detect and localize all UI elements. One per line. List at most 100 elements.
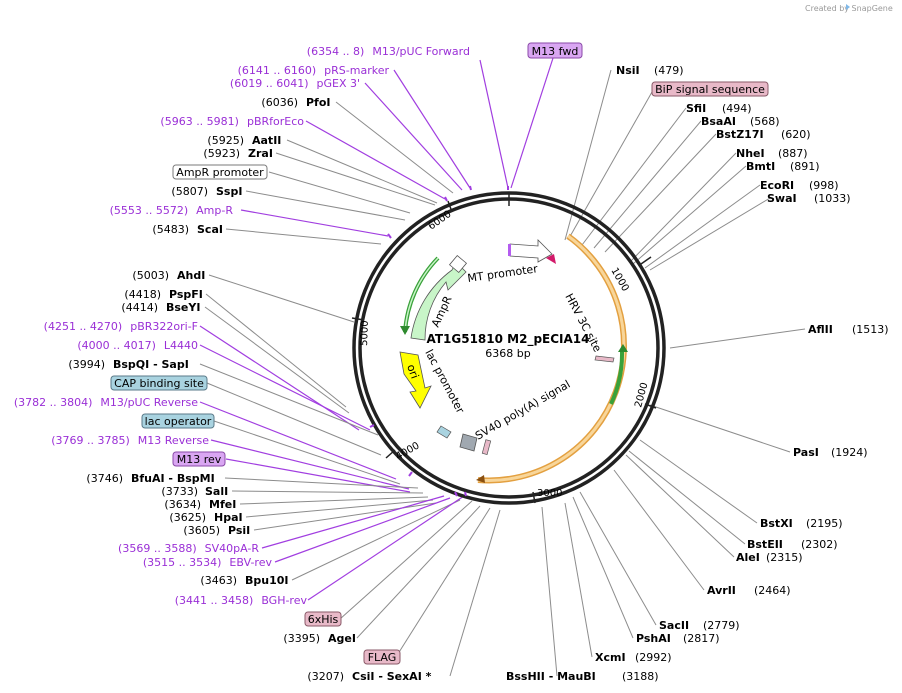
- site-label-flag: FLAG: [368, 651, 397, 664]
- lac-region-markers: [436, 425, 478, 452]
- m13-rev-box[interactable]: [172, 451, 226, 467]
- green-arrow-ampr-region: [400, 256, 440, 335]
- site-label-scai[interactable]: ScaI: [197, 223, 223, 236]
- site-label-avrii[interactable]: AvrII: [707, 584, 736, 597]
- site-pos-bmti: (891): [790, 160, 820, 173]
- site-label-pbrforeco[interactable]: (5963 .. 5981)pBRforEco: [160, 115, 304, 128]
- site-pos-alei: (2315): [766, 551, 803, 564]
- site-pos-hpai: (3625): [169, 511, 206, 524]
- site-label-pasi[interactable]: PasI: [793, 446, 819, 459]
- site-label-bstz17i[interactable]: BstZ17I: [716, 128, 764, 141]
- lac-promoter-label: lac promoter: [422, 347, 467, 416]
- lac-operator-box[interactable]: [141, 413, 215, 429]
- site-pos-nhei: (887): [778, 147, 808, 160]
- site-pos-bsshii-maubi: (3188): [622, 670, 659, 683]
- ampr-promoter-box[interactable]: [172, 164, 268, 180]
- site-label-sacii[interactable]: SacII: [659, 619, 689, 632]
- site-pos-pasi: (1924): [831, 446, 868, 459]
- site-pos-bfuai-bspmi: (3746): [86, 472, 123, 485]
- site-pos-sspi: (5807): [171, 185, 208, 198]
- 6xhis-box[interactable]: [304, 611, 342, 627]
- site-label-csii-sexai[interactable]: CsiI - SexAI *: [352, 670, 432, 683]
- left-site-labels: (6354 .. 8)M13/pUC Forward (6141 .. 6160…: [14, 45, 470, 683]
- site-label-pfoi[interactable]: PfoI: [306, 96, 331, 109]
- site-pos-bsteii: (2302): [801, 538, 838, 551]
- site-label-m13-reverse[interactable]: (3769 .. 3785)M13 Reverse: [51, 434, 209, 447]
- site-pos-bstxi: (2195): [806, 517, 843, 530]
- site-label-bstxi[interactable]: BstXI: [760, 517, 793, 530]
- site-label-zrai[interactable]: ZraI: [248, 147, 273, 160]
- site-label-aflii[interactable]: AflII: [808, 323, 833, 336]
- site-pos-swai: (1033): [814, 192, 851, 205]
- site-label-mfei[interactable]: MfeI: [209, 498, 236, 511]
- sv40-polya-label: SV40 poly(A) signal: [473, 378, 573, 443]
- site-label-bip-signal-sequence: BiP signal sequence: [655, 83, 765, 96]
- site-label-amp-r[interactable]: (5553 .. 5572)Amp-R: [110, 204, 234, 217]
- site-label-bgh-rev[interactable]: (3441 .. 3458)BGH-rev: [175, 594, 308, 607]
- site-label-psii[interactable]: PsiI: [228, 524, 250, 537]
- site-pos-avrii: (2464): [754, 584, 791, 597]
- site-label-prs-marker[interactable]: (6141 .. 6160)pRS-marker: [238, 64, 390, 77]
- hrv-marker: [594, 355, 615, 363]
- site-label-pspfi[interactable]: PspFI: [169, 288, 203, 301]
- site-pos-mfei: (3634): [164, 498, 201, 511]
- bip-signal-sequence-box[interactable]: [651, 81, 769, 97]
- site-label-bmti[interactable]: BmtI: [746, 160, 775, 173]
- plasmid-length: 6368 bp: [485, 347, 530, 360]
- site-pos-bseyi: (4414): [121, 301, 158, 314]
- site-pos-csii-sexai: (3207): [307, 670, 344, 683]
- site-pos-sfii: (494): [722, 102, 752, 115]
- snapgene-credit: Created by SnapGene: [805, 4, 893, 13]
- site-pos-sali: (3733): [161, 485, 198, 498]
- site-label-pbr322ori-f[interactable]: (4251 .. 4270)pBR322ori-F: [44, 320, 198, 333]
- site-label-nsii[interactable]: NsiI: [616, 64, 640, 77]
- site-pos-xcmi: (2992): [635, 651, 672, 664]
- site-label-bspqi-sapi[interactable]: BspQI - SapI: [113, 358, 189, 371]
- site-label-xcmi[interactable]: XcmI: [595, 651, 626, 664]
- site-label-agei[interactable]: AgeI: [328, 632, 356, 645]
- site-label-hpai[interactable]: HpaI: [214, 511, 243, 524]
- flag-box[interactable]: [363, 649, 401, 665]
- site-label-sali[interactable]: SalI: [205, 485, 228, 498]
- site-label-aatii[interactable]: AatII: [252, 134, 281, 147]
- site-label-swai[interactable]: SwaI: [767, 192, 797, 205]
- site-pos-psii: (3605): [183, 524, 220, 537]
- snapgene-logo-icon: [846, 4, 850, 10]
- position-ticks: [351, 192, 657, 504]
- site-label-sspi[interactable]: SspI: [216, 185, 242, 198]
- site-pos-agei: (3395): [283, 632, 320, 645]
- site-label-sfii[interactable]: SfiI: [686, 102, 706, 115]
- site-pos-ahdi: (5003): [132, 269, 169, 282]
- sv40-marker: [481, 439, 492, 455]
- site-label-pshai[interactable]: PshAI: [636, 632, 671, 645]
- site-label-bfuai-bspmi[interactable]: BfuAI - BspMI: [131, 472, 215, 485]
- site-label-alei[interactable]: AleI: [736, 551, 760, 564]
- site-label-cap-binding: CAP binding site: [114, 377, 204, 390]
- site-label-l4440[interactable]: (4000 .. 4017)L4440: [77, 339, 198, 352]
- site-label-ahdi[interactable]: AhdI: [177, 269, 205, 282]
- site-label-pgex3[interactable]: (6019 .. 6041)pGEX 3': [230, 77, 360, 90]
- mt-promoter-arrow: [508, 239, 556, 264]
- site-label-m13-rev: M13 rev: [177, 453, 222, 466]
- site-label-bsshii-maubi[interactable]: BssHII - MauBI: [506, 670, 596, 683]
- site-pos-bspqi-sapi: (3994): [68, 358, 105, 371]
- site-pos-zrai: (5923): [203, 147, 240, 160]
- site-label-sv40pa-r[interactable]: (3569 .. 3588)SV40pA-R: [118, 542, 259, 555]
- site-label-ecori[interactable]: EcoRI: [760, 179, 794, 192]
- m13-fwd-box[interactable]: [527, 42, 583, 59]
- site-label-m13puc-forward[interactable]: (6354 .. 8)M13/pUC Forward: [307, 45, 470, 58]
- site-label-bseyi[interactable]: BseYI: [166, 301, 200, 314]
- site-label-nhei[interactable]: NheI: [736, 147, 765, 160]
- cap-binding-site-box[interactable]: [110, 375, 208, 391]
- tick-label-3000: 3000: [537, 488, 562, 499]
- site-label-bsaai[interactable]: BsaAI: [701, 115, 736, 128]
- green-arrow-right-region: [609, 344, 628, 405]
- site-label-bpu10i[interactable]: Bpu10I: [245, 574, 289, 587]
- site-label-bsteii[interactable]: BstEII: [747, 538, 783, 551]
- site-label-lac-operator: lac operator: [145, 415, 212, 428]
- site-label-m13puc-reverse[interactable]: (3782 .. 3804)M13/pUC Reverse: [14, 396, 198, 409]
- site-pos-aflii: (1513): [852, 323, 889, 336]
- site-label-ebv-rev[interactable]: (3515 .. 3534)EBV-rev: [143, 556, 273, 569]
